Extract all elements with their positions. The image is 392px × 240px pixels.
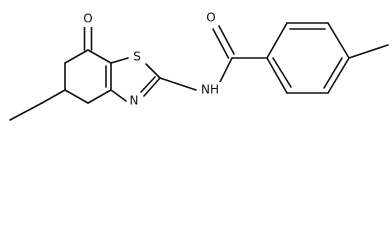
bond-c2-nh — [159, 77, 197, 91]
amide-nitrogen-label: NH — [201, 83, 219, 97]
bond-s-c2 — [145, 63, 161, 79]
ring-ketone-oxygen-label: O — [83, 12, 92, 26]
bond-ar4-methyl — [348, 44, 389, 59]
oxygen-label-bg — [81, 11, 95, 27]
bond-c5-methyl — [41, 89, 66, 104]
bond-c5-c4 — [64, 89, 89, 104]
bond-c7-c6 — [64, 49, 89, 64]
amide-oxygen-label-bg — [204, 10, 218, 26]
bond-methyl-tip — [9, 102, 43, 121]
bond-c4-c3a — [87, 89, 112, 104]
thiazole-nitrogen-label-bg — [127, 93, 141, 109]
bond-n3-c3a — [110, 89, 127, 102]
sulfur-label-bg — [130, 49, 144, 65]
bond-ar6-ar1 — [266, 57, 288, 94]
chemical-structure-canvas: O O S NH N — [9, 10, 389, 121]
bond-nh-amide-c — [219, 57, 233, 83]
bond-amide-c-o2 — [218, 25, 235, 55]
thiazole-sulfur-label: S — [133, 50, 141, 64]
molecule-diagram: O O S NH N — [9, 10, 389, 121]
thiazole-nitrogen-label: N — [130, 94, 139, 108]
bond-ar3-ar4 — [327, 22, 350, 59]
bond-c7a-s — [110, 57, 129, 64]
bond-c2-n3-a — [143, 77, 161, 97]
bond-c2-n3-b — [140, 76, 156, 93]
bond-ar4-ar5 — [327, 57, 350, 94]
bond-ar1-ar2 — [266, 22, 288, 59]
amide-oxygen-label: O — [206, 11, 215, 25]
bond-ar-inner-3 — [272, 57, 292, 88]
bond-ar-inner-2 — [323, 57, 343, 89]
bond-c7-c7a — [87, 49, 112, 64]
nh-label-bg — [198, 82, 222, 98]
bond-amide-c-o1 — [212, 28, 230, 59]
